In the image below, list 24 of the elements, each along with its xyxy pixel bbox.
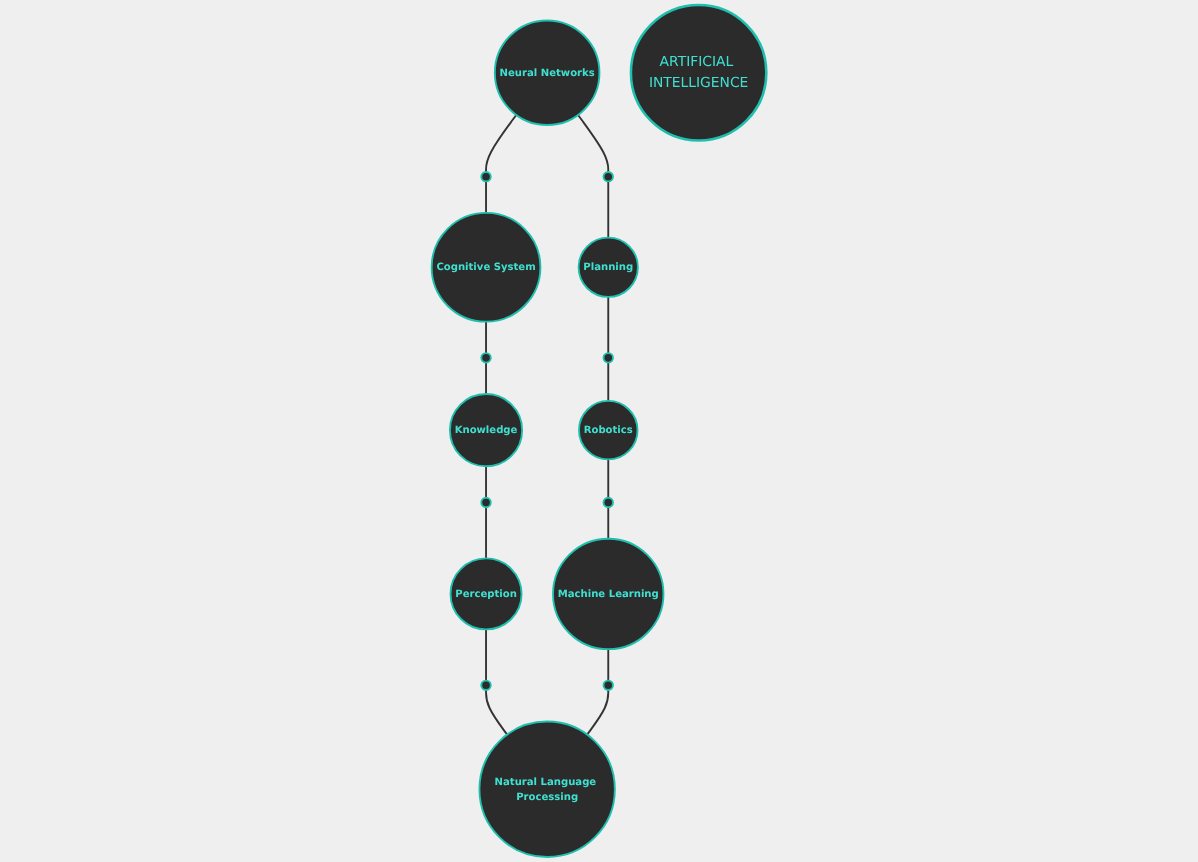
connector bbox=[485, 180, 487, 214]
connector bbox=[607, 648, 610, 682]
node-circle bbox=[602, 171, 614, 183]
connector bbox=[485, 465, 487, 499]
connector bbox=[485, 320, 487, 355]
connector bbox=[607, 361, 610, 402]
connector bbox=[586, 689, 610, 736]
connector bbox=[607, 295, 610, 355]
connector bbox=[577, 114, 610, 173]
connector bbox=[485, 361, 487, 395]
node-circle bbox=[602, 496, 614, 509]
connector bbox=[607, 458, 610, 499]
node-circle bbox=[602, 679, 614, 691]
node-circle bbox=[602, 352, 614, 364]
connector bbox=[485, 114, 518, 173]
node-circle bbox=[480, 679, 492, 691]
node-circle bbox=[480, 352, 492, 364]
connector bbox=[485, 689, 509, 736]
connector bbox=[485, 628, 487, 682]
connector bbox=[607, 180, 610, 239]
node-circle bbox=[480, 171, 492, 183]
node-circle bbox=[480, 496, 492, 509]
connector bbox=[607, 506, 610, 540]
connector bbox=[485, 506, 487, 560]
